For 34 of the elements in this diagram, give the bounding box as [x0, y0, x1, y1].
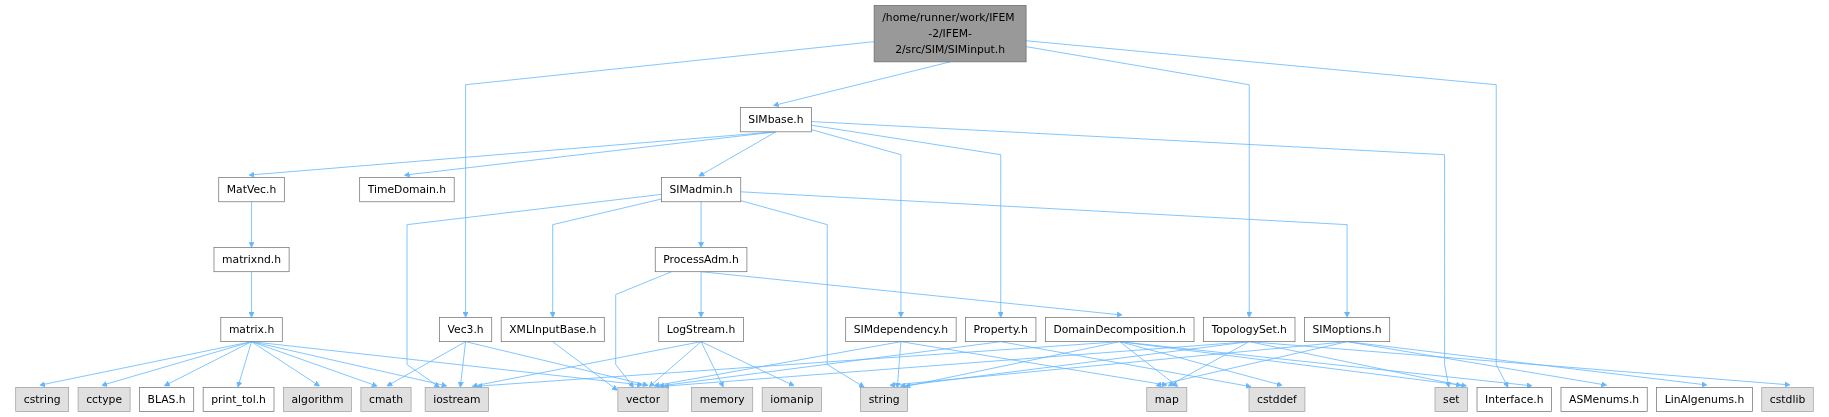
node-box: set	[1434, 387, 1468, 412]
node-box: cstddef	[1248, 387, 1306, 412]
node-box: algorithm	[283, 387, 352, 412]
node-box: SIMadmin.h	[661, 177, 742, 203]
node-box: TopologySet.h	[1203, 317, 1296, 342]
node-box: MatVec.h	[218, 177, 285, 203]
node-box: SIMdependency.h	[845, 317, 957, 342]
node-box: matrix.h	[220, 317, 283, 342]
node-box: print_tol.h	[202, 387, 275, 412]
node-box: map	[1146, 387, 1188, 412]
node-box: cstdlib	[1761, 387, 1814, 412]
node-box: /home/runner/work/IFEM -2/IFEM-2/src/SIM/SIMinput.h	[873, 5, 1027, 63]
node-box: SIMbase.h	[739, 107, 812, 133]
node-box: ASMenums.h	[1560, 387, 1648, 412]
node-box: cstring	[15, 387, 69, 412]
node-box: TimeDomain.h	[359, 177, 455, 203]
node-box: Property.h	[965, 317, 1037, 342]
node-box: memory	[691, 387, 754, 412]
node-box: SIMoptions.h	[1304, 317, 1391, 342]
node-box: Interface.h	[1476, 387, 1552, 412]
node-box: cmath	[360, 387, 412, 412]
node-box: ProcessAdm.h	[654, 247, 748, 273]
node-box: iostream	[424, 387, 489, 412]
node-box: LogStream.h	[658, 317, 744, 342]
node-box: vector	[617, 387, 669, 412]
node-box: BLAS.h	[139, 387, 195, 412]
node-box: XMLInputBase.h	[500, 317, 605, 342]
node-box: cctype	[77, 387, 131, 412]
node-box: DomainDecomposition.h	[1045, 317, 1195, 342]
node-box: Vec3.h	[439, 317, 493, 342]
node-box: matrixnd.h	[213, 247, 290, 273]
node-box: iomanip	[761, 387, 822, 412]
node-box: string	[860, 387, 908, 412]
node-box: LinAlgenums.h	[1656, 387, 1753, 412]
